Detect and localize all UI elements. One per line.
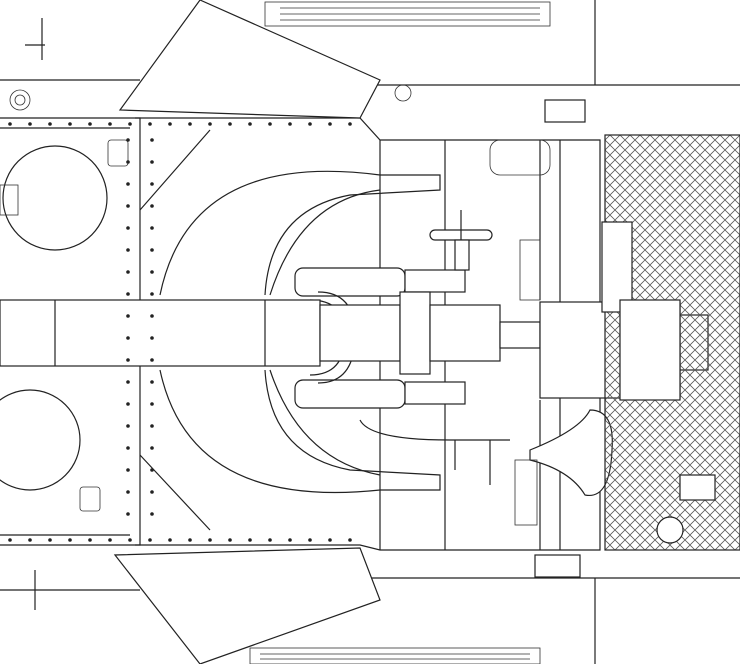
rivet — [168, 122, 172, 126]
rivet — [126, 226, 130, 230]
fittings — [9, 18, 716, 610]
rivet — [128, 122, 132, 126]
rivet — [150, 512, 154, 516]
rivet — [150, 292, 154, 296]
rivet — [150, 314, 154, 318]
rivet — [268, 122, 272, 126]
rivet — [126, 512, 130, 516]
rivet — [126, 138, 130, 142]
rivet — [126, 314, 130, 318]
rivet — [126, 204, 130, 208]
rivet — [68, 122, 72, 126]
rivet — [8, 122, 12, 126]
recoil-cylinders — [294, 267, 466, 409]
rivet — [126, 402, 130, 406]
rivet — [150, 380, 154, 384]
rivet — [88, 122, 92, 126]
rivet — [126, 490, 130, 494]
rivet — [126, 248, 130, 252]
rivet — [126, 336, 130, 340]
rivet — [308, 122, 312, 126]
rivet — [188, 538, 192, 542]
rivet — [126, 468, 130, 472]
rivet — [150, 490, 154, 494]
rivet — [150, 138, 154, 142]
rivet — [126, 380, 130, 384]
rivet — [28, 538, 32, 542]
rivet — [126, 270, 130, 274]
rivet — [288, 122, 292, 126]
rivet — [348, 122, 352, 126]
rivet — [48, 122, 52, 126]
rivet — [248, 538, 252, 542]
rivet — [150, 204, 154, 208]
gun-mantlet — [139, 129, 441, 531]
rivet — [188, 122, 192, 126]
rivet — [126, 160, 130, 164]
traverse-handwheel — [429, 210, 493, 271]
rivet — [150, 358, 154, 362]
rivet — [150, 182, 154, 186]
rivet — [28, 122, 32, 126]
rivet — [308, 538, 312, 542]
rivet — [126, 446, 130, 450]
rivet — [148, 122, 152, 126]
rivet — [150, 336, 154, 340]
rivet — [248, 122, 252, 126]
rivet — [68, 538, 72, 542]
rivet — [126, 424, 130, 428]
rivet — [108, 538, 112, 542]
wing-plate-lower — [113, 547, 541, 664]
rivet — [126, 292, 130, 296]
turret-hatch-lower — [0, 389, 101, 512]
rivet — [288, 538, 292, 542]
rivet — [150, 446, 154, 450]
rivet — [208, 538, 212, 542]
rivet — [150, 402, 154, 406]
rivet — [8, 538, 12, 542]
rivets — [8, 122, 352, 542]
rivet — [168, 538, 172, 542]
rivet — [150, 160, 154, 164]
rivet — [328, 538, 332, 542]
rivet — [228, 122, 232, 126]
rivet — [268, 538, 272, 542]
rivet — [128, 538, 132, 542]
rivet — [148, 538, 152, 542]
rivet — [126, 358, 130, 362]
rivet — [150, 468, 154, 472]
rivet — [348, 538, 352, 542]
rivet — [208, 122, 212, 126]
rivet — [108, 122, 112, 126]
rivet — [150, 248, 154, 252]
rivet — [48, 538, 52, 542]
rivet — [126, 182, 130, 186]
rivet — [88, 538, 92, 542]
turret-hatch-upper — [0, 139, 129, 251]
wing-plate-upper — [118, 0, 551, 119]
engine-deck-mesh — [601, 134, 740, 551]
rivet — [150, 270, 154, 274]
rivet — [228, 538, 232, 542]
rivet — [328, 122, 332, 126]
rivet — [150, 424, 154, 428]
rivet — [150, 226, 154, 230]
